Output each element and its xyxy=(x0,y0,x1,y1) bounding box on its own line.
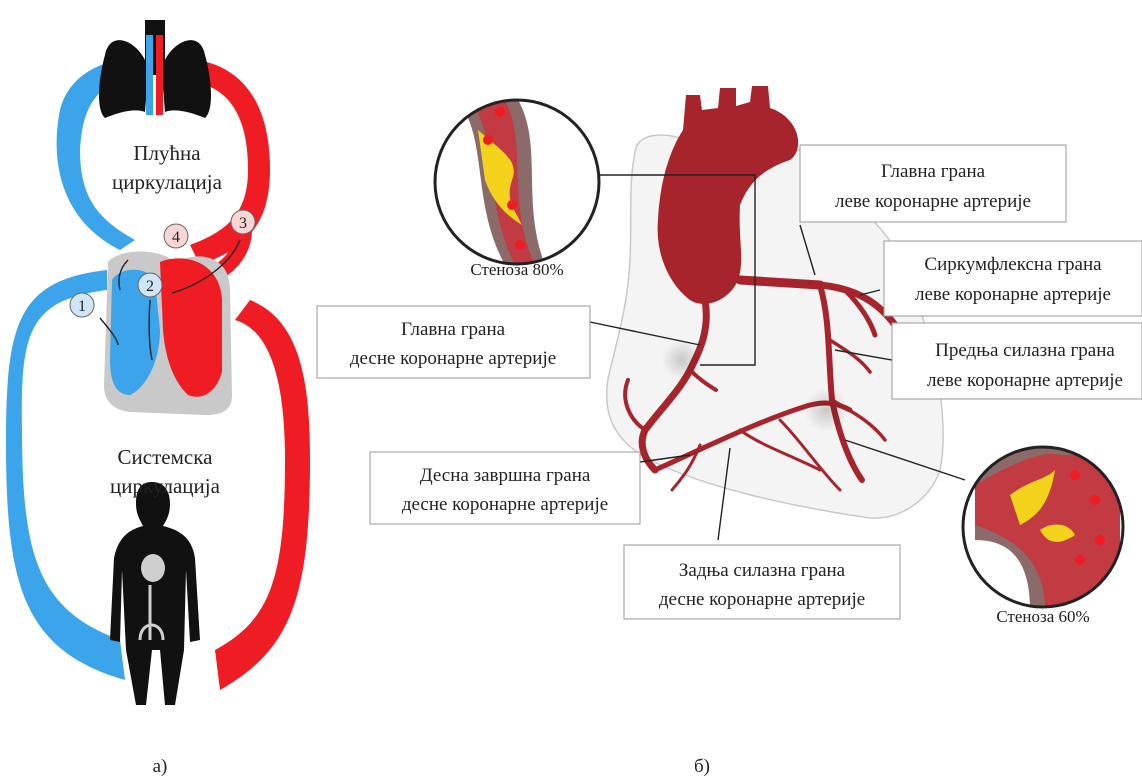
marker-1: 1 xyxy=(70,293,94,317)
svg-text:леве коронарне артерије: леве коронарне артерије xyxy=(835,191,1031,212)
marker-3: 3 xyxy=(231,210,255,234)
stenosis-80-label: Стеноза 80% xyxy=(470,260,563,279)
svg-text:десне коронарне артерије: десне коронарне артерије xyxy=(402,494,608,515)
svg-text:4: 4 xyxy=(172,229,180,246)
label-lmca: Главна грана леве коронарне артерије xyxy=(800,145,1066,222)
svg-text:десне коронарне артерије: десне коронарне артерије xyxy=(350,348,556,369)
circulation-diagram: 1 2 3 4 Плућна циркулација Системска цир… xyxy=(6,20,310,777)
systemic-label-line1: Системска xyxy=(118,445,214,469)
label-pda: Задња силазна грана десне коронарне арте… xyxy=(624,545,900,619)
caption-b: б) xyxy=(694,756,710,777)
label-lad: Предња силазна грана леве коронарне арте… xyxy=(892,323,1142,399)
stenosis-80-inset: Стеноза 80% xyxy=(435,95,599,279)
svg-text:Задња силазна грана: Задња силазна грана xyxy=(679,560,846,581)
svg-text:леве коронарне артерије: леве коронарне артерије xyxy=(915,284,1111,305)
label-rca: Главна грана десне коронарне артерије xyxy=(317,306,590,378)
svg-text:десне коронарне артерије: десне коронарне артерије xyxy=(659,589,865,610)
label-circumflex: Сиркумфлексна грана леве коронарне артер… xyxy=(884,241,1142,316)
stenosis-60-inset: Стеноза 60% xyxy=(963,437,1123,626)
lungs xyxy=(99,20,211,118)
left-main-artery xyxy=(740,280,820,285)
svg-text:Главна грана: Главна грана xyxy=(881,161,986,182)
trachea-blue xyxy=(146,35,153,115)
marker-2: 2 xyxy=(138,273,162,297)
pulmonary-label-line2: циркулација xyxy=(112,170,223,194)
coronary-heart-diagram: Стеноза 80% Стеноза 60% xyxy=(317,86,1142,777)
pulmonary-label-line1: Плућна xyxy=(133,141,201,165)
trachea-red xyxy=(156,35,163,115)
svg-text:Главна грана: Главна грана xyxy=(401,319,506,340)
stenosis-60-label: Стеноза 60% xyxy=(996,607,1089,626)
stenosis-site-lad xyxy=(804,388,848,432)
caption-a: а) xyxy=(153,756,168,777)
body-heart xyxy=(141,554,165,582)
svg-text:Предња силазна грана: Предња силазна грана xyxy=(935,340,1115,361)
svg-text:2: 2 xyxy=(146,278,154,295)
svg-text:1: 1 xyxy=(78,298,86,315)
stenosis-site-rca xyxy=(662,340,702,380)
svg-text:Сиркумфлексна грана: Сиркумфлексна грана xyxy=(924,254,1102,275)
svg-text:3: 3 xyxy=(239,215,247,232)
label-right-terminal: Десна завршна грана десне коронарне арте… xyxy=(370,452,640,524)
systemic-label-line2: циркулација xyxy=(110,474,221,498)
svg-text:леве коронарне артерије: леве коронарне артерије xyxy=(927,370,1123,391)
svg-text:Десна завршна грана: Десна завршна грана xyxy=(420,465,591,486)
marker-4: 4 xyxy=(164,224,188,248)
